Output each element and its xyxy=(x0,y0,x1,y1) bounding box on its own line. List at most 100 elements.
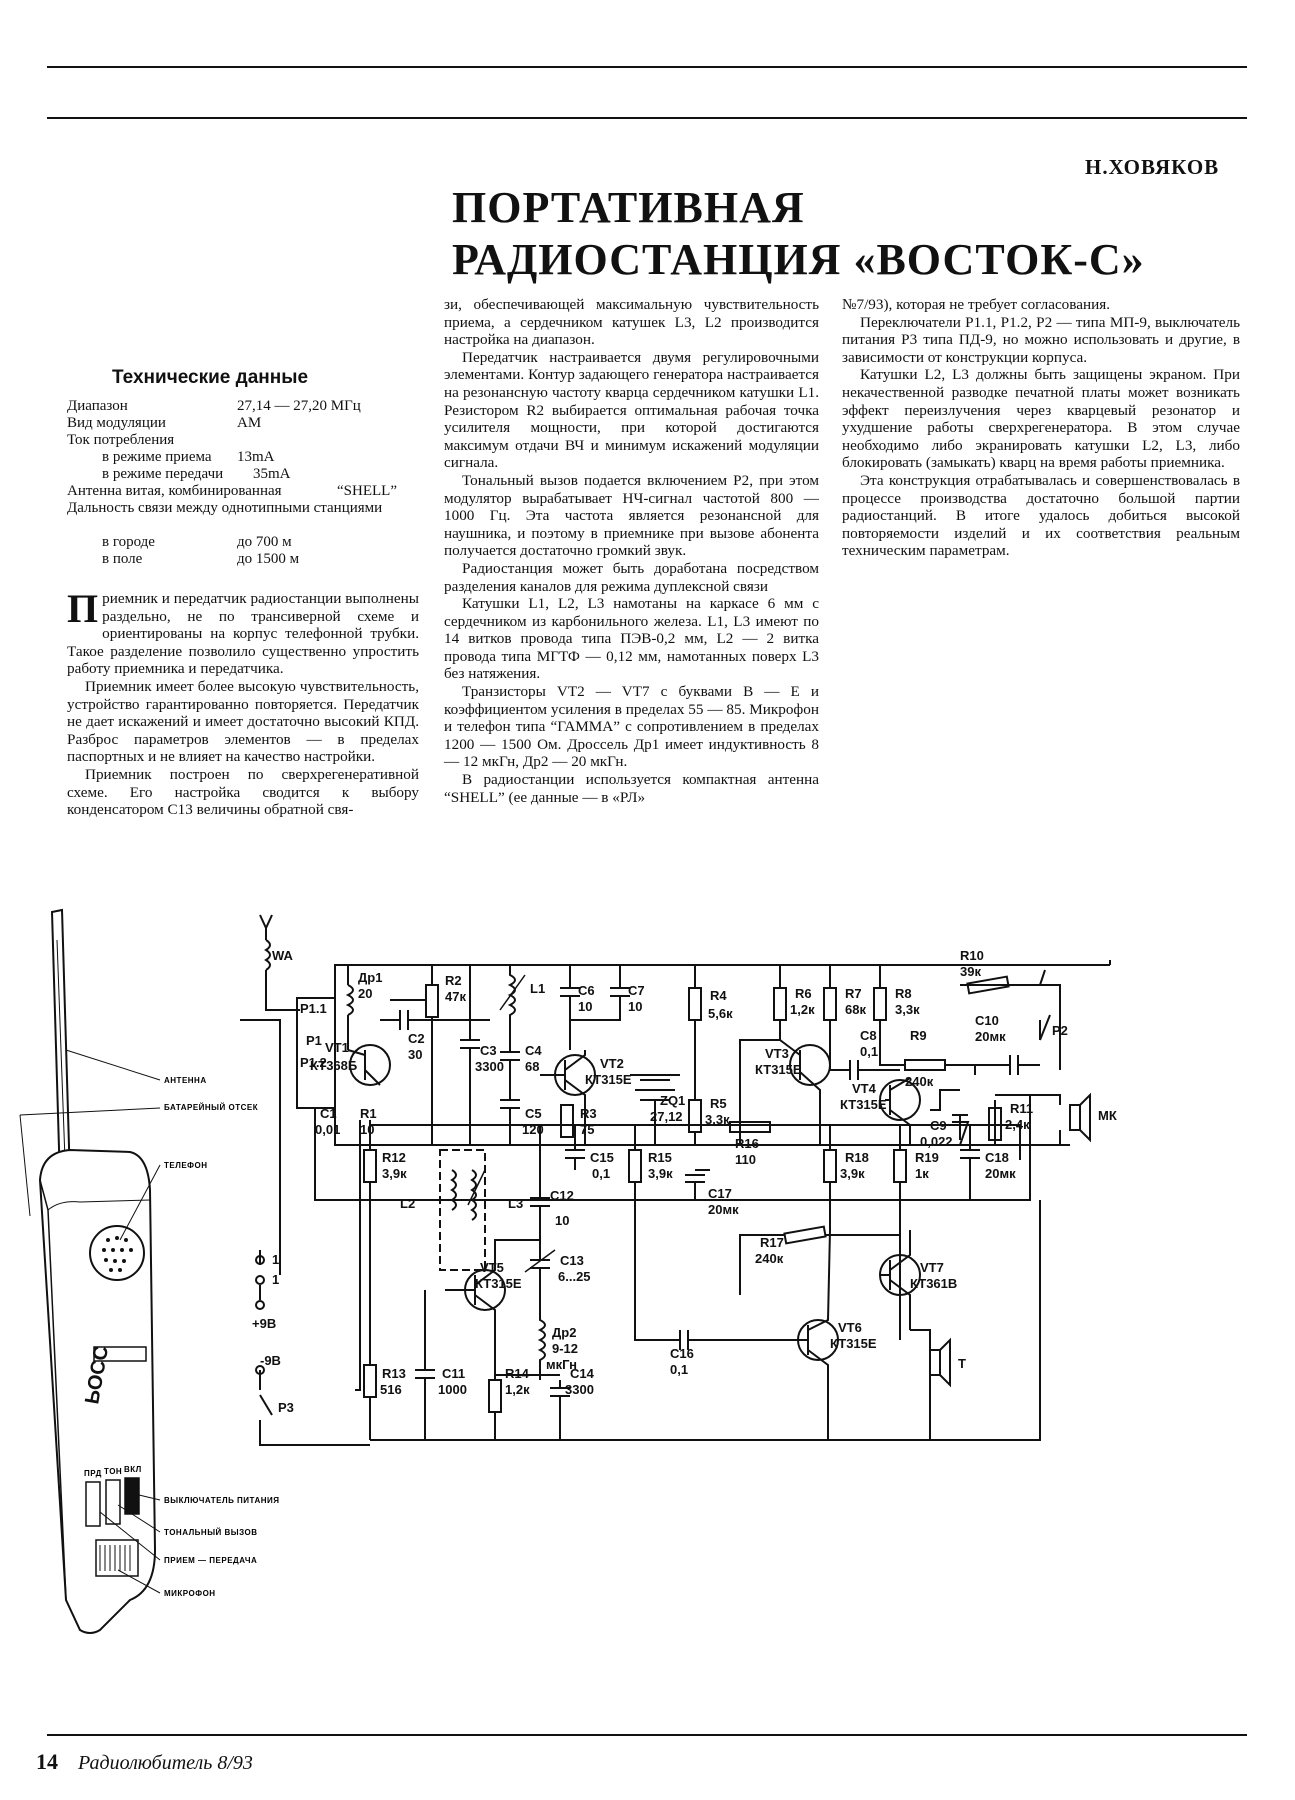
label-c2: C2 xyxy=(408,1031,425,1046)
text-column-3: №7/93), которая не требует согласования.… xyxy=(842,296,1240,560)
author-name: Н.ХОВЯКОВ xyxy=(1085,155,1220,179)
label-p1: P1 xyxy=(306,1033,322,1048)
paragraph: Катушки L2, L3 должны быть защищены экра… xyxy=(842,366,1240,472)
label-r4-value: 5,6к xyxy=(708,1006,733,1021)
label-c18-value: 20мк xyxy=(985,1166,1016,1181)
label-c17-value: 20мк xyxy=(708,1202,739,1217)
label-dr2-value-2: мкГн xyxy=(546,1357,577,1372)
label-c10: C10 xyxy=(975,1013,999,1028)
magazine-name: Радиолюбитель 8/93 xyxy=(78,1752,253,1774)
label-r7-value: 68к xyxy=(845,1002,866,1017)
label-r1: R1 xyxy=(360,1106,377,1121)
label-r4: R4 xyxy=(710,988,727,1003)
label-r16-value: 110 xyxy=(735,1152,756,1167)
paragraph: Приемник построен по сверхрегенеративной… xyxy=(67,765,419,819)
label-c7: C7 xyxy=(628,983,645,998)
label-r10: R10 xyxy=(960,948,984,963)
label-r9: R9 xyxy=(910,1028,927,1043)
label-r13-value: 516 xyxy=(380,1382,402,1397)
label-r14: R14 xyxy=(505,1366,530,1381)
spec-value: 27,14 — 27,20 МГц xyxy=(237,398,361,414)
label-r7: R7 xyxy=(845,986,862,1001)
label-p1-2: P1.2 xyxy=(300,1055,327,1070)
label-wa: WA xyxy=(272,948,294,963)
label-c13-value: 6...25 xyxy=(558,1269,591,1284)
label-r13: R13 xyxy=(382,1366,406,1381)
label-s1-b: 1 xyxy=(272,1272,279,1287)
label-l1: L1 xyxy=(530,981,545,996)
label-vt3-type: КТ315Е xyxy=(755,1062,802,1077)
label-dr2-value-1: 9-12 xyxy=(552,1341,578,1356)
circuit-schematic: WA Др1 20 R2 47к L1 C6 10 C7 10 R4 5,6к … xyxy=(240,914,1117,1446)
spec-row: Дальность связи между однотипными станци… xyxy=(67,500,407,534)
callout-rx-tx: ПРИЕМ — ПЕРЕДАЧА xyxy=(164,1556,257,1565)
spec-value: 13mA xyxy=(237,449,275,465)
paragraph: Передатчик настраивается двумя регулиров… xyxy=(444,348,819,472)
label-t: Т xyxy=(958,1356,966,1371)
label-c3-value: 3300 xyxy=(475,1059,504,1074)
label-r17-value: 240к xyxy=(755,1251,784,1266)
label-c1-value: 0,01 xyxy=(315,1122,340,1137)
label-c10-value: 20мк xyxy=(975,1029,1006,1044)
label-r8: R8 xyxy=(895,986,912,1001)
label-c12-value: 10 xyxy=(555,1213,569,1228)
label-vt2: VT2 xyxy=(600,1056,624,1071)
label-l2: L2 xyxy=(400,1196,415,1211)
label-r10-value: 39к xyxy=(960,964,981,979)
label-c9-value: 0,022 xyxy=(920,1134,953,1149)
label-r15-value: 3,9к xyxy=(648,1166,673,1181)
label-r5: R5 xyxy=(710,1096,727,1111)
label-s1-a: 1 xyxy=(272,1252,279,1267)
label-l3: L3 xyxy=(508,1196,523,1211)
label-vt1: VT1 xyxy=(325,1040,349,1055)
label-r18-value: 3,9к xyxy=(840,1166,865,1181)
label-c5-value: 120 xyxy=(522,1122,544,1137)
label-p1-1: P1.1 xyxy=(300,1001,327,1016)
spec-label: Дальность связи между однотипными станци… xyxy=(67,500,383,516)
label-r11: R11 xyxy=(1010,1101,1033,1116)
label-dr1: Др1 xyxy=(358,970,382,985)
footer-rule xyxy=(47,1734,1247,1736)
paragraph: Переключатели P1.1, P1.2, P2 — типа МП-9… xyxy=(842,313,1240,366)
paragraph: зи, обеспечивающей максимальную чувствит… xyxy=(444,296,819,349)
label-r8-value: 3,3к xyxy=(895,1002,920,1017)
label-r1-value: 10 xyxy=(360,1122,374,1137)
spec-label: Вид модуляции xyxy=(67,415,166,431)
label-c8-value: 0,1 xyxy=(860,1044,878,1059)
spec-label: в поле xyxy=(102,551,143,567)
callout-power-switch: ВЫКЛЮЧАТЕЛЬ ПИТАНИЯ xyxy=(164,1496,280,1505)
label-r18: R18 xyxy=(845,1150,869,1165)
label-c8: C8 xyxy=(860,1028,877,1043)
label-r9-value: 240к xyxy=(905,1074,934,1089)
title-line-1: ПОРТАТИВНАЯ xyxy=(452,183,805,232)
spec-value: 35mA xyxy=(253,466,291,482)
label-r14-value: 1,2к xyxy=(505,1382,530,1397)
label-vt5-type: КТ315Е xyxy=(475,1276,522,1291)
label-c12: C12 xyxy=(550,1188,574,1203)
label-r6: R6 xyxy=(795,986,812,1001)
label-c13: C13 xyxy=(560,1253,584,1268)
paragraph: Приемник имеет более высокую чувствитель… xyxy=(67,677,419,766)
callout-battery-text: БАТАРЕЙНЫЙ ОТСЕК xyxy=(164,1103,258,1112)
callout-tone-call: ТОНАЛЬНЫЙ ВЫЗОВ xyxy=(164,1528,258,1537)
button-label-ton: ТОН xyxy=(104,1467,122,1476)
callout-antenna: АНТЕННА xyxy=(164,1076,207,1085)
callout-battery: БАТАРЕЙНЫЙ ОТСЕК xyxy=(164,1103,258,1112)
antenna-symbol xyxy=(259,914,273,940)
label-c9: C9 xyxy=(930,1118,947,1133)
title-line-2: РАДИОСТАНЦИЯ «ВОСТОК-С» xyxy=(452,235,1145,284)
paragraph: Катушки L1, L2, L3 намотаны на каркасе 6… xyxy=(444,595,819,683)
label-c2-value: 30 xyxy=(408,1047,422,1062)
spec-value: до 1500 м xyxy=(237,551,300,567)
label-dr1-value: 20 xyxy=(358,986,372,1001)
label-r3: R3 xyxy=(580,1106,597,1121)
spec-label: Антенна витая, комбинированная xyxy=(67,483,282,499)
label-vt7: VT7 xyxy=(920,1260,944,1275)
label-r17: R17 xyxy=(760,1235,784,1250)
